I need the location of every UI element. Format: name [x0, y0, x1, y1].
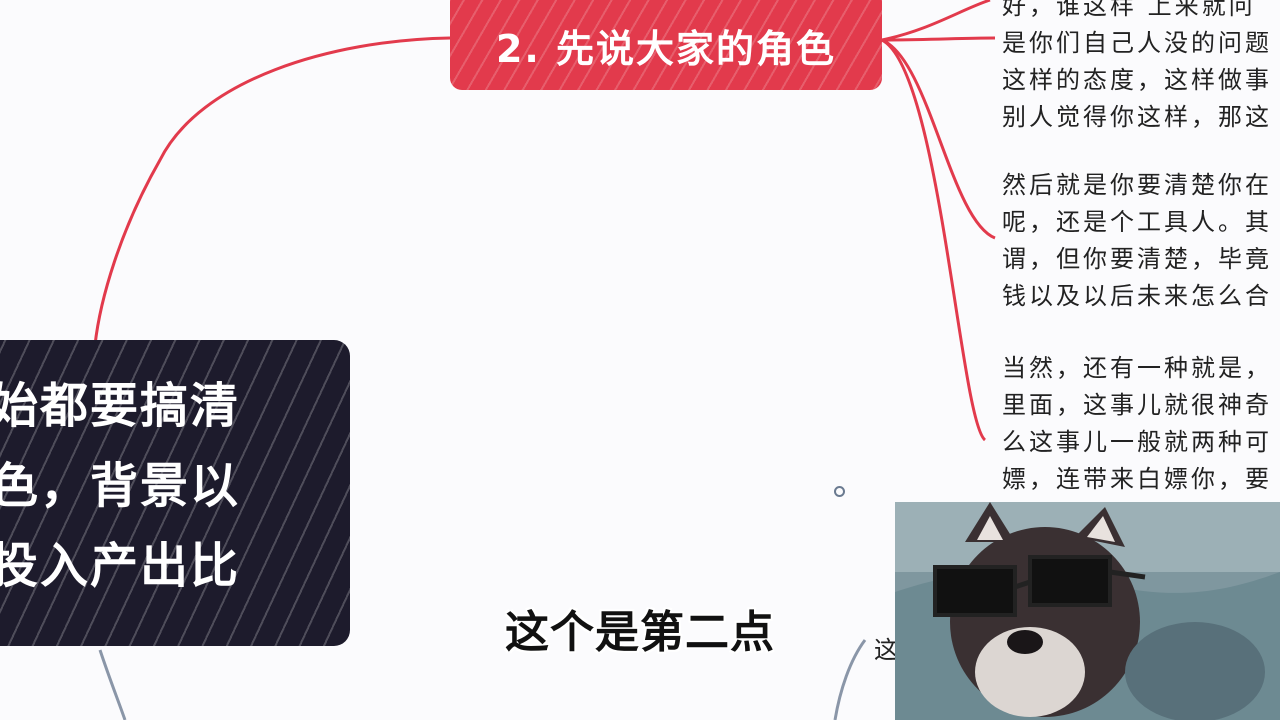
cursor-indicator — [834, 486, 845, 497]
connector-right-4 — [881, 38, 987, 442]
note-line: 别人觉得你这样，那这 — [1002, 103, 1272, 131]
note-line: 嫖，连带来白嫖你，要 — [1002, 465, 1272, 493]
note-line: 谓，但你要清楚，毕竟 — [1002, 245, 1272, 273]
note-line: 这样的态度，这样做事 — [1002, 66, 1272, 94]
partial-text-fragment: 这 — [874, 636, 898, 664]
dark-node-line-3: 投入产出比 — [0, 538, 241, 594]
note-line: 里面，这事儿就很神奇 — [1002, 391, 1272, 419]
note-line: 么这事儿一般就两种可 — [1002, 428, 1272, 456]
note-line: 呢，还是个工具人。其 — [1002, 208, 1272, 236]
topic-node-dark[interactable]: 始都要搞清 色，背景以 投入产出比 — [0, 340, 350, 646]
video-subtitle: 这个是第二点 — [505, 607, 775, 658]
connector-bottom-left — [98, 649, 127, 720]
note-line: 钱以及以后未来怎么合 — [1002, 282, 1272, 310]
note-block-3: 当然，还有一种就是， 里面，这事儿就很神奇 么这事儿一般就两种可 嫖，连带来白嫖… — [1002, 350, 1280, 498]
note-line: 然后就是你要清楚你在 — [1002, 171, 1272, 199]
topic-node-roles[interactable]: 2. 先说大家的角色 — [450, 0, 882, 90]
dark-node-line-1: 始都要搞清 — [0, 378, 241, 434]
connector-bottom-mid — [833, 639, 867, 720]
webcam-image — [895, 502, 1280, 720]
connector-right-3 — [881, 38, 996, 240]
note-line: 当然，还有一种就是， — [1002, 354, 1272, 382]
note-line: 好，谁这样 上来就问 — [1002, 0, 1256, 20]
topic-node-roles-label: 2. 先说大家的角色 — [495, 26, 837, 71]
connector-right-2 — [881, 36, 996, 42]
webcam-overlay — [895, 502, 1280, 720]
note-block-1: 好，谁这样 上来就问 是你们自己人没的问题 这样的态度，这样做事 别人觉得你这样… — [1002, 0, 1280, 136]
connector-right-1 — [881, 0, 991, 42]
note-block-2: 然后就是你要清楚你在 呢，还是个工具人。其 谓，但你要清楚，毕竟 钱以及以后未来… — [1002, 167, 1280, 315]
connector-left-curve — [93, 36, 451, 346]
dark-node-line-2: 色，背景以 — [0, 458, 241, 514]
note-line: 是你们自己人没的问题 — [1002, 29, 1272, 57]
